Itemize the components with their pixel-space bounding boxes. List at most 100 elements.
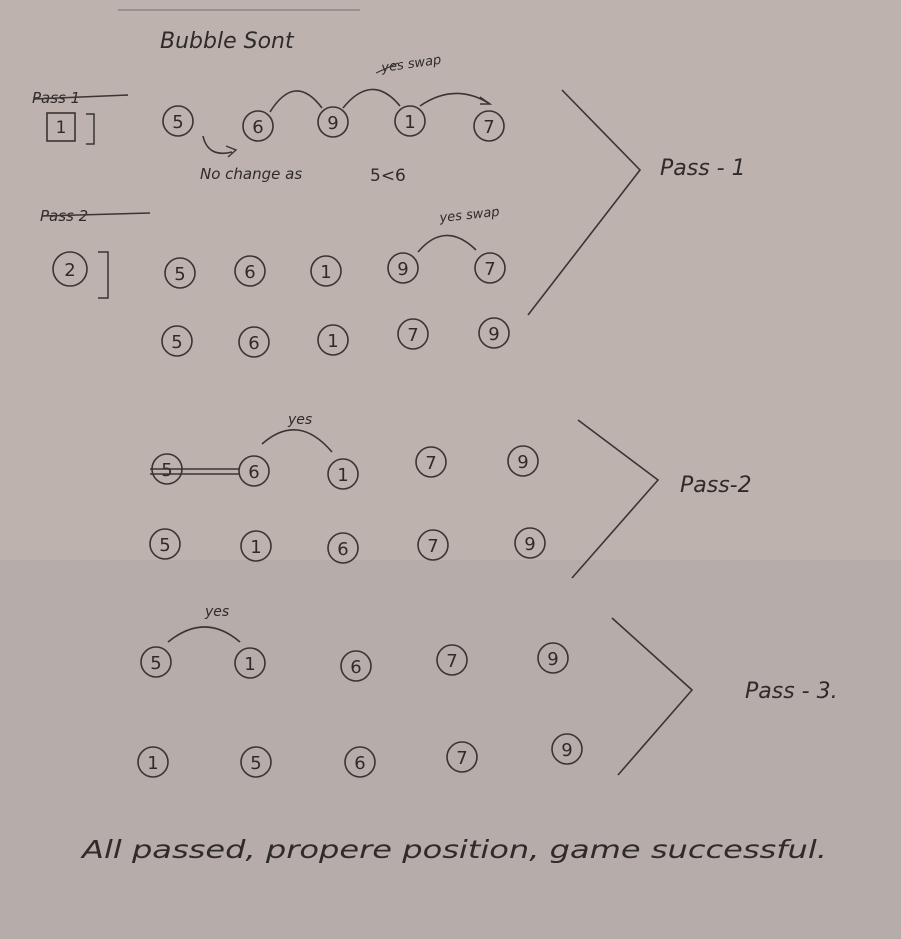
- number-circle: [162, 105, 194, 137]
- cell: 9: [317, 106, 349, 138]
- number-circle: [446, 741, 478, 773]
- step1-bracket: [86, 113, 95, 145]
- cell: 9: [387, 252, 419, 284]
- number-digit: 5: [172, 112, 183, 133]
- cell: 1: [137, 746, 169, 778]
- number-circle: [234, 647, 266, 679]
- number-circle: [473, 110, 505, 142]
- number-circle: [551, 733, 583, 765]
- number-digit: 9: [547, 649, 558, 670]
- row-4: 5 6 1 7 9: [151, 445, 539, 490]
- arrow-head-icon: [225, 145, 238, 158]
- number-circle: [242, 110, 274, 142]
- step1-box: [46, 112, 76, 142]
- cell: 9: [551, 733, 583, 765]
- cell: 7: [474, 252, 506, 284]
- number-circle: [394, 105, 426, 137]
- cell: 1: [234, 647, 266, 679]
- cell: 1: [240, 530, 272, 562]
- number-circle: [327, 458, 359, 490]
- number-circle: [317, 324, 349, 356]
- number-digit: 5: [250, 753, 261, 774]
- cell: 6: [344, 746, 376, 778]
- number-digit: 1: [320, 262, 331, 283]
- number-circle: [327, 532, 359, 564]
- note-pointer: [375, 62, 399, 74]
- cell: 6: [242, 110, 274, 142]
- number-digit: 9: [397, 259, 408, 280]
- number-digit: 1: [337, 465, 348, 486]
- cell: 9: [537, 642, 569, 674]
- cell: 6: [340, 650, 372, 682]
- number-digit: 6: [244, 262, 255, 283]
- cell: 6: [327, 532, 359, 564]
- step1-number: 1: [56, 118, 67, 138]
- swap-arc: [419, 92, 491, 107]
- number-digit: 9: [517, 452, 528, 473]
- cell: 1: [394, 105, 426, 137]
- number-digit: 7: [446, 651, 457, 672]
- row-7: 1 5 6 7 9: [137, 733, 583, 778]
- number-digit: 6: [248, 333, 259, 354]
- pass-1-label: Pass - 1: [660, 156, 746, 181]
- cell: 5: [164, 257, 196, 289]
- cell: 1: [317, 324, 349, 356]
- nochange-note: No change as: [200, 165, 302, 183]
- number-circle: [140, 646, 172, 678]
- conclusion-note: All passed, propere position, game succe…: [79, 835, 827, 864]
- cell: 7: [473, 110, 505, 142]
- number-digit: 7: [456, 748, 467, 769]
- number-digit: 7: [407, 325, 418, 346]
- number-circle: [537, 642, 569, 674]
- number-circle: [340, 650, 372, 682]
- arrow-head-icon: [479, 96, 493, 105]
- step1-strike: [33, 94, 129, 100]
- number-circle: [310, 255, 342, 287]
- number-digit: 7: [483, 117, 494, 138]
- number-digit: 6: [354, 753, 365, 774]
- number-circle: [317, 106, 349, 138]
- number-circle: [474, 252, 506, 284]
- number-circle: [415, 446, 447, 478]
- number-circle: [478, 317, 510, 349]
- yes-note: yes: [204, 604, 229, 620]
- cell: 7: [417, 529, 449, 561]
- cell: 5: [161, 325, 193, 357]
- number-circle: [238, 455, 270, 487]
- step2-circle: [52, 251, 88, 287]
- cell: 7: [415, 446, 447, 478]
- row-1: 5 6 9 1 7: [162, 105, 505, 142]
- pass-1-bracket: [527, 89, 642, 316]
- swap-arc: [167, 626, 241, 643]
- cell: 1: [327, 458, 359, 490]
- number-circle: [344, 746, 376, 778]
- number-digit: 5: [159, 535, 170, 556]
- number-circle: [397, 318, 429, 350]
- cell: 5: [140, 646, 172, 678]
- step2-bracket: [98, 251, 109, 299]
- number-circle: [514, 527, 546, 559]
- compare-arc: [269, 90, 323, 113]
- cell: 9: [514, 527, 546, 559]
- number-circle: [238, 326, 270, 358]
- number-circle: [387, 252, 419, 284]
- number-digit: 1: [244, 654, 255, 675]
- cell: 5: [162, 105, 194, 137]
- cell: 5: [240, 746, 272, 778]
- number-circle: [436, 644, 468, 676]
- step2-number: 2: [64, 260, 75, 281]
- number-digit: 5: [174, 264, 185, 285]
- number-digit: 9: [561, 740, 572, 761]
- swap-note: yes swap: [438, 205, 500, 226]
- number-circle: [149, 528, 181, 560]
- number-digit: 7: [425, 453, 436, 474]
- row-6: 5 1 6 7 9: [140, 642, 569, 682]
- cell: 9: [507, 445, 539, 477]
- nochange-arrow: [202, 135, 233, 155]
- number-circle: [161, 325, 193, 357]
- cell: 6: [238, 455, 270, 487]
- cell: 1: [310, 255, 342, 287]
- number-digit: 6: [248, 462, 259, 483]
- number-digit: 1: [404, 112, 415, 133]
- number-circle: [240, 746, 272, 778]
